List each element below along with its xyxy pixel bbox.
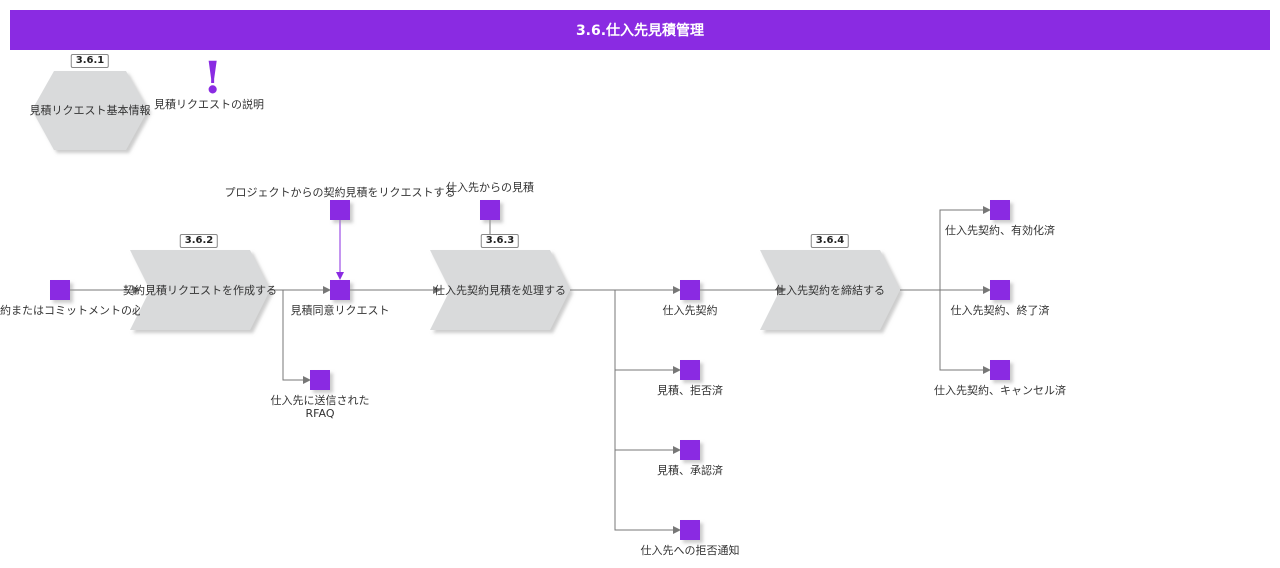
process-quote-label: 仕入先契約見積を処理する	[434, 284, 566, 297]
conclude-contract-label: 仕入先契約を締結する	[775, 284, 885, 297]
event-quote-approved[interactable]	[680, 440, 700, 460]
quote-rejected-label: 見積、拒否済	[657, 384, 723, 397]
event-quote-agree-request[interactable]	[330, 280, 350, 300]
badge-3-6-2: 3.6.2	[179, 234, 219, 248]
contract-cancelled-label: 仕入先契約、キャンセル済	[934, 384, 1066, 397]
event-contract-ended[interactable]	[990, 280, 1010, 300]
event-contract-need[interactable]	[50, 280, 70, 300]
quote-approved-label: 見積、承認済	[657, 464, 723, 477]
contract-need-label: 約またはコミットメントの必	[0, 304, 140, 317]
event-vendor-quote[interactable]	[480, 200, 500, 220]
reject-notice-label: 仕入先への拒否通知	[640, 544, 740, 557]
project-request-label: プロジェクトからの契約見積をリクエストする	[224, 186, 456, 199]
description-label: 見積リクエストの説明	[154, 98, 264, 111]
process-quote-chevron[interactable]	[430, 250, 570, 330]
rfaq-sent-label-line1: 仕入先に送信された	[270, 394, 370, 407]
page-title: 3.6.仕入先見積管理	[10, 10, 1270, 50]
event-reject-notice[interactable]	[680, 520, 700, 540]
contract-active-label: 仕入先契約、有効化済	[945, 224, 1055, 237]
quote-agree-request-label: 見積同意リクエスト	[290, 304, 390, 317]
vendor-quote-label: 仕入先からの見積	[446, 181, 534, 194]
event-vendor-contract[interactable]	[680, 280, 700, 300]
contract-ended-label: 仕入先契約、終了済	[950, 304, 1050, 317]
badge-3-6-1: 3.6.1	[70, 54, 110, 68]
event-project-request[interactable]	[330, 200, 350, 220]
connectors	[70, 206, 991, 534]
event-rfaq-sent[interactable]	[310, 370, 330, 390]
event-squares	[50, 200, 1010, 540]
create-rfq-label: 契約見積リクエストを作成する	[123, 284, 277, 297]
vendor-contract-label: 仕入先契約	[662, 304, 718, 317]
badge-3-6-4: 3.6.4	[810, 234, 850, 248]
conclude-contract-chevron[interactable]	[760, 250, 900, 330]
event-quote-rejected[interactable]	[680, 360, 700, 380]
rfaq-sent-label-line2: RFAQ	[305, 407, 335, 420]
basic-info-label: 見積リクエスト基本情報	[29, 104, 151, 117]
badge-3-6-3: 3.6.3	[480, 234, 520, 248]
event-contract-active[interactable]	[990, 200, 1010, 220]
exclamation-icon[interactable]: !	[203, 53, 223, 104]
basic-info-hexagon[interactable]	[32, 71, 148, 150]
event-contract-cancelled[interactable]	[990, 360, 1010, 380]
create-rfq-chevron[interactable]	[130, 250, 270, 330]
